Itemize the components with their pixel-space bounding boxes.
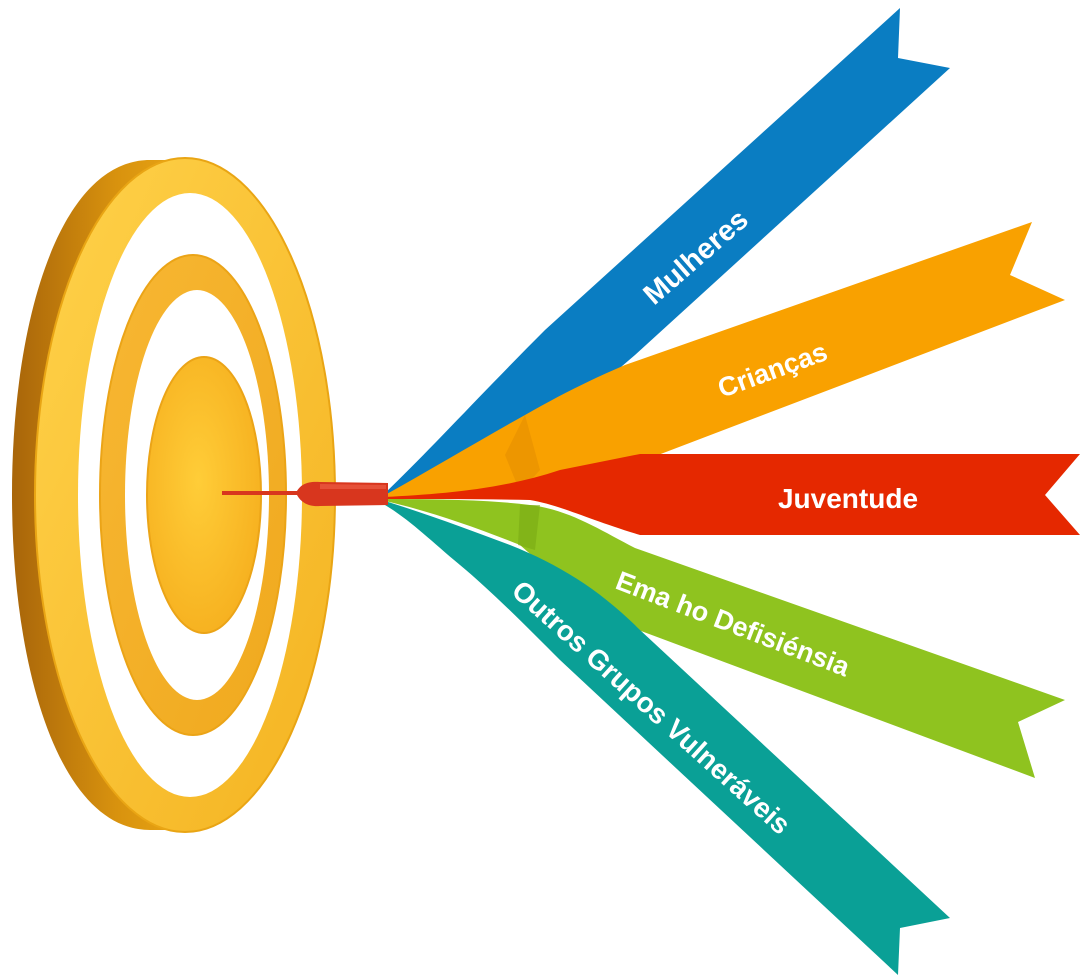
ribbon-deficiencia-shade — [518, 505, 540, 550]
dart-barrel-highlight — [320, 484, 386, 489]
ribbon-mulheres-band — [385, 8, 950, 497]
ribbon-juventude: Juventude — [385, 454, 1080, 535]
ribbon-juventude-band — [385, 454, 1080, 535]
dart — [222, 481, 388, 507]
ribbon-juventude-label: Juventude — [778, 483, 918, 514]
ribbon-criancas-shade — [505, 415, 540, 492]
ribbon-criancas-band — [385, 222, 1065, 497]
ribbon-outros-band — [385, 501, 950, 975]
ribbon-criancas: Crianças — [385, 222, 1065, 497]
dartboard — [12, 157, 336, 833]
